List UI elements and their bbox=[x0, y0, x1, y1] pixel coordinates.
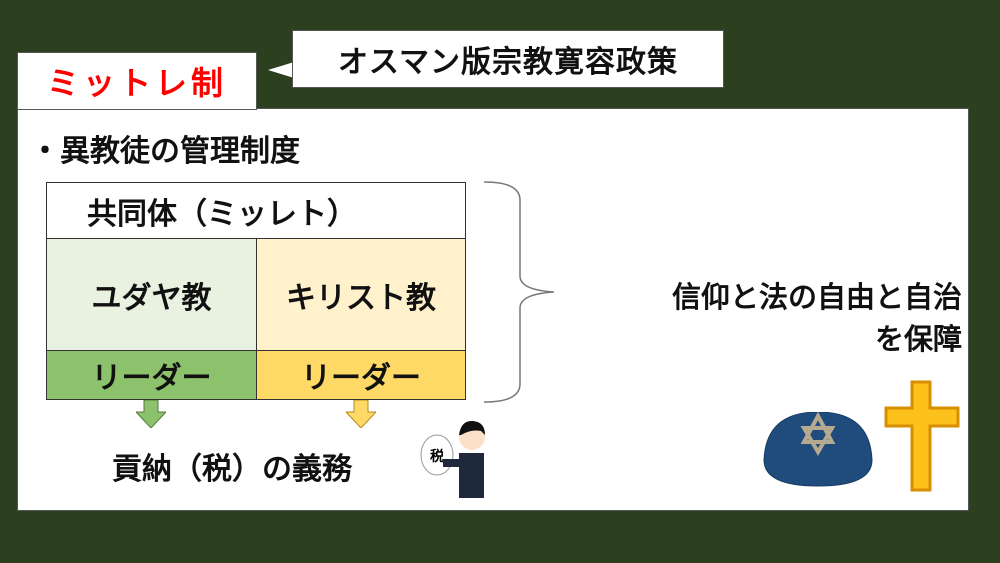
brace-icon bbox=[483, 181, 555, 403]
leader-judaism: リーダー bbox=[46, 350, 257, 400]
cross-icon bbox=[884, 380, 960, 492]
page-title: ミットレ制 bbox=[17, 52, 257, 110]
arrow-down-icon bbox=[346, 400, 376, 428]
arrow-down-icon bbox=[136, 400, 166, 428]
tribute-duty-text: 貢納（税）の義務 bbox=[112, 452, 352, 487]
callout-subtitle: オスマン版宗教寛容政策 bbox=[292, 30, 724, 88]
taxpayer-illustration-icon: 税 bbox=[420, 420, 485, 498]
kippah-icon bbox=[763, 412, 873, 487]
rights-text: 信仰と法の自由と自治 を保障 bbox=[572, 276, 962, 360]
rights-line2: を保障 bbox=[874, 322, 962, 356]
tax-bag-label: 税 bbox=[430, 448, 444, 465]
table-header: 共同体（ミッレト） bbox=[46, 182, 466, 239]
leader-christianity: リーダー bbox=[256, 350, 466, 400]
column-christianity: キリスト教 bbox=[256, 238, 466, 351]
callout-tail bbox=[268, 62, 294, 78]
rights-line1: 信仰と法の自由と自治 bbox=[671, 280, 962, 314]
column-judaism: ユダヤ教 bbox=[46, 238, 257, 351]
bullet-heading: ・異教徒の管理制度 bbox=[30, 134, 300, 169]
